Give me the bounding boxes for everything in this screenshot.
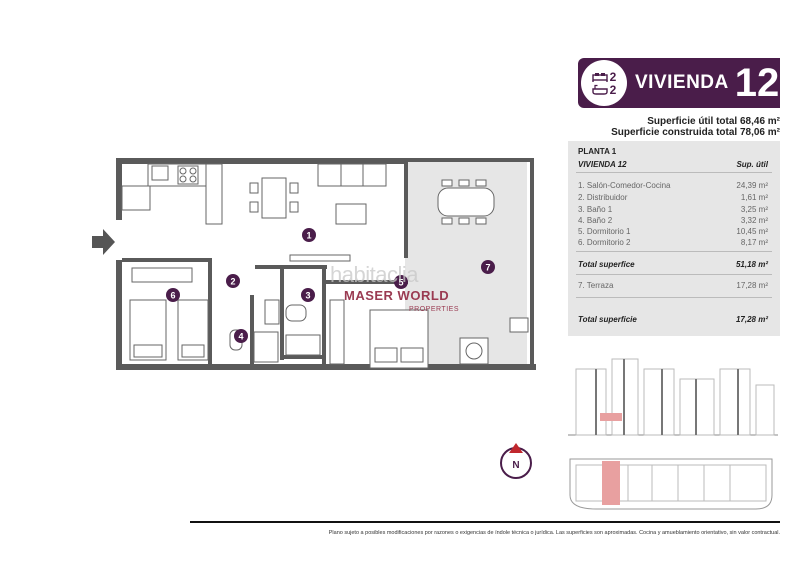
column-header: Sup. útil xyxy=(736,160,768,169)
fridge xyxy=(121,185,151,211)
footer-divider xyxy=(190,521,780,523)
toilet xyxy=(285,304,307,322)
watermark-sub: PROPERTIES xyxy=(409,306,459,313)
room-label-1: 1 xyxy=(302,228,316,242)
watermark-text: habitaclia xyxy=(330,262,418,287)
wall xyxy=(116,158,406,164)
watermark-brand: MASER WORLD xyxy=(344,288,450,303)
unit-highlight xyxy=(600,413,622,421)
wall xyxy=(284,355,324,359)
compass-letter: N xyxy=(512,460,519,471)
entrance-arrow-icon xyxy=(92,229,115,255)
room-label-2: 2 xyxy=(226,274,240,288)
wall xyxy=(530,158,534,370)
bathtub-icon xyxy=(591,84,608,95)
divider xyxy=(576,172,772,173)
svg-text:2: 2 xyxy=(230,277,235,287)
room-label-5: 5 xyxy=(394,275,408,289)
wall xyxy=(116,158,122,368)
built-surface: Superficie construida total 78,06 m² xyxy=(611,127,780,138)
wall xyxy=(280,265,284,360)
floor-plan: 1 2 3 4 5 6 7 xyxy=(116,158,536,370)
wall xyxy=(404,158,408,258)
room-label-7: 7 xyxy=(481,260,495,274)
shower xyxy=(285,334,321,356)
dining-table xyxy=(261,177,287,219)
wardrobe xyxy=(329,299,345,365)
coffee-table xyxy=(335,203,367,225)
sofa xyxy=(317,163,387,187)
wall xyxy=(122,258,212,262)
kitchen-island xyxy=(205,163,223,225)
sink xyxy=(151,165,169,181)
wall xyxy=(250,295,254,367)
wall xyxy=(326,280,408,284)
room-label-4: 4 xyxy=(234,329,248,343)
divider xyxy=(576,274,772,275)
floor-label: PLANTA 1 xyxy=(578,147,617,156)
unit-badge: 2 2 xyxy=(581,60,627,106)
room-label-3: 3 xyxy=(301,288,315,302)
building-elevation xyxy=(568,358,778,436)
svg-text:5: 5 xyxy=(398,278,403,288)
laundry-appliance xyxy=(459,337,489,365)
tv-unit xyxy=(289,254,351,262)
stove xyxy=(177,165,199,185)
bedroom-count: 2 xyxy=(609,69,617,84)
unit-label: VIVIENDA xyxy=(635,72,729,93)
shower xyxy=(253,331,279,363)
room-label-6: 6 xyxy=(166,288,180,302)
unit-number: 12 xyxy=(734,61,780,105)
wall xyxy=(255,265,327,269)
bathroom-count: 2 xyxy=(609,82,617,97)
unit-name: VIVIENDA 12 xyxy=(578,160,627,169)
wall xyxy=(404,158,534,162)
wall xyxy=(322,268,326,366)
bed-icon xyxy=(591,73,608,82)
divider xyxy=(576,251,772,252)
unit-highlight xyxy=(602,461,620,505)
footer-disclaimer: Plano sujeto a posibles modificaciones p… xyxy=(328,530,780,536)
wardrobe xyxy=(131,267,193,283)
washbasin xyxy=(264,299,280,325)
compass-icon: N xyxy=(500,443,532,479)
svg-text:7: 7 xyxy=(485,263,490,273)
wall xyxy=(116,364,536,370)
divider xyxy=(576,297,772,298)
laundry-sink xyxy=(509,317,529,333)
svg-text:3: 3 xyxy=(305,291,310,301)
svg-text:4: 4 xyxy=(238,332,243,342)
key-plan xyxy=(569,458,773,510)
area-table: PLANTA 1 VIVIENDA 12 Sup. útil 1. Salón-… xyxy=(568,141,780,336)
unit-banner: 2 2 VIVIENDA 12 xyxy=(578,58,780,108)
terrace-table xyxy=(437,187,495,217)
svg-text:6: 6 xyxy=(170,291,175,301)
entrance-gap xyxy=(116,220,122,260)
useful-surface: Superficie útil total 68,46 m² xyxy=(647,116,780,127)
wall xyxy=(208,262,212,366)
svg-text:1: 1 xyxy=(306,231,311,241)
